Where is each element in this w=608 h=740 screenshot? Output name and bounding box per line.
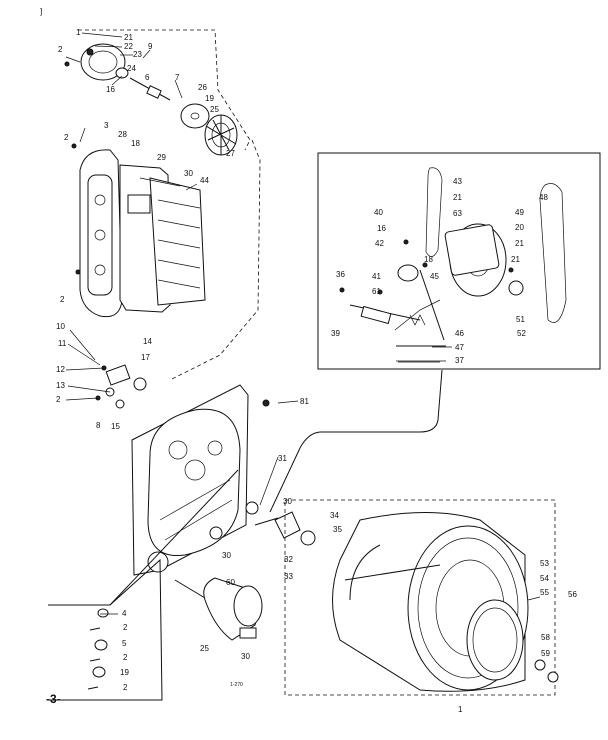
callout-label: 27 bbox=[226, 149, 235, 158]
callout-label: 28 bbox=[118, 130, 127, 139]
idler-parts bbox=[254, 511, 316, 546]
callout-label: 42 bbox=[375, 239, 384, 248]
callout-label: 55 bbox=[540, 588, 549, 597]
callout-label: 14 bbox=[143, 337, 152, 346]
callout-label: 63 bbox=[453, 209, 462, 218]
callout-label: 8 bbox=[96, 421, 101, 430]
callout-labels: 1 21 22 2 23 9 24 6 16 7 26 19 25 27 2 3… bbox=[56, 28, 577, 714]
callout-label: 35 bbox=[333, 525, 342, 534]
callout-label: 29 bbox=[157, 153, 166, 162]
thermostat-cluster bbox=[95, 364, 270, 409]
callout-label: 59 bbox=[541, 649, 550, 658]
drawing-code: 1-270 bbox=[230, 682, 243, 688]
callout-label: 17 bbox=[141, 353, 150, 362]
corner-mark: ] bbox=[40, 7, 42, 16]
callout-label: 26 bbox=[198, 83, 207, 92]
callout-label: 22 bbox=[124, 42, 133, 51]
callout-label: 6 bbox=[145, 73, 150, 82]
callout-label: 25 bbox=[200, 644, 209, 653]
callout-label: 4 bbox=[122, 609, 127, 618]
callout-label: 11 bbox=[58, 339, 67, 348]
callout-label: 21 bbox=[453, 193, 462, 202]
callout-label: 46 bbox=[455, 329, 464, 338]
callout-label: 3 bbox=[104, 121, 109, 130]
callout-label: 2 bbox=[64, 133, 69, 142]
callout-label: 23 bbox=[133, 50, 142, 59]
callout-label: 16 bbox=[106, 85, 115, 94]
callout-label: 58 bbox=[541, 633, 550, 642]
callout-label: 53 bbox=[540, 559, 549, 568]
callout-label: 56 bbox=[568, 590, 577, 599]
drive-motor bbox=[174, 577, 263, 641]
callout-label: 7 bbox=[175, 73, 180, 82]
inset-leader-line bbox=[269, 369, 443, 513]
callout-label: 1 bbox=[76, 28, 81, 37]
callout-label: 9 bbox=[148, 42, 153, 51]
callout-label: 39 bbox=[331, 329, 340, 338]
callout-label: 54 bbox=[540, 574, 549, 583]
callout-label: 19 bbox=[120, 668, 129, 677]
callout-label: 43 bbox=[453, 177, 462, 186]
callout-label: 12 bbox=[56, 365, 65, 374]
callout-label: 19 bbox=[205, 94, 214, 103]
callout-label: 40 bbox=[374, 208, 383, 217]
callout-label: 20 bbox=[515, 223, 524, 232]
callout-label: 31 bbox=[278, 454, 287, 463]
leader-lines bbox=[65, 32, 541, 615]
callout-label: 45 bbox=[430, 272, 439, 281]
callout-label: 51 bbox=[516, 315, 525, 324]
callout-label: 37 bbox=[455, 356, 464, 365]
callout-label: 5 bbox=[122, 639, 127, 648]
callout-label: 24 bbox=[127, 64, 136, 73]
callout-label: 61 bbox=[372, 287, 381, 296]
callout-label: 81 bbox=[300, 397, 309, 406]
callout-label: 34 bbox=[330, 511, 339, 520]
callout-label: 44 bbox=[200, 176, 209, 185]
callout-label: 2 bbox=[123, 623, 128, 632]
page-number: -3- bbox=[46, 692, 61, 706]
callout-label: 18 bbox=[424, 255, 433, 264]
callout-label: 30 bbox=[222, 551, 231, 560]
callout-label: 18 bbox=[131, 139, 140, 148]
callout-label: 2 bbox=[123, 683, 128, 692]
callout-label: 52 bbox=[517, 329, 526, 338]
callout-label: 15 bbox=[111, 422, 120, 431]
hardware-inset bbox=[48, 469, 239, 701]
callout-label: 60 bbox=[226, 578, 235, 587]
callout-label: 47 bbox=[455, 343, 464, 352]
callout-label: 30 bbox=[184, 169, 193, 178]
callout-label: 2 bbox=[56, 395, 61, 404]
callout-label: 30 bbox=[283, 497, 292, 506]
callout-label: 2 bbox=[60, 295, 65, 304]
callout-label: 13 bbox=[56, 381, 65, 390]
callout-label: 1 bbox=[458, 705, 463, 714]
callout-label: 2 bbox=[58, 45, 63, 54]
callout-label: 21 bbox=[124, 33, 133, 42]
heater-duct-panel bbox=[71, 139, 261, 381]
rear-bulkhead bbox=[131, 384, 259, 576]
dryer-drum bbox=[284, 499, 559, 696]
callout-label: 21 bbox=[511, 255, 520, 264]
callout-label: 49 bbox=[515, 208, 524, 217]
callout-label: 2 bbox=[123, 653, 128, 662]
callout-label: 30 bbox=[241, 652, 250, 661]
inset-detail-box bbox=[317, 152, 601, 370]
callout-label: 32 bbox=[284, 555, 293, 564]
callout-label: 16 bbox=[377, 224, 386, 233]
blower-housing-assembly bbox=[64, 29, 251, 156]
callout-label: 21 bbox=[515, 239, 524, 248]
callout-label: 25 bbox=[210, 105, 219, 114]
callout-label: 41 bbox=[372, 272, 381, 281]
callout-label: 33 bbox=[284, 572, 293, 581]
callout-label: 10 bbox=[56, 322, 65, 331]
callout-label: 48 bbox=[539, 193, 548, 202]
callout-label: 36 bbox=[336, 270, 345, 279]
